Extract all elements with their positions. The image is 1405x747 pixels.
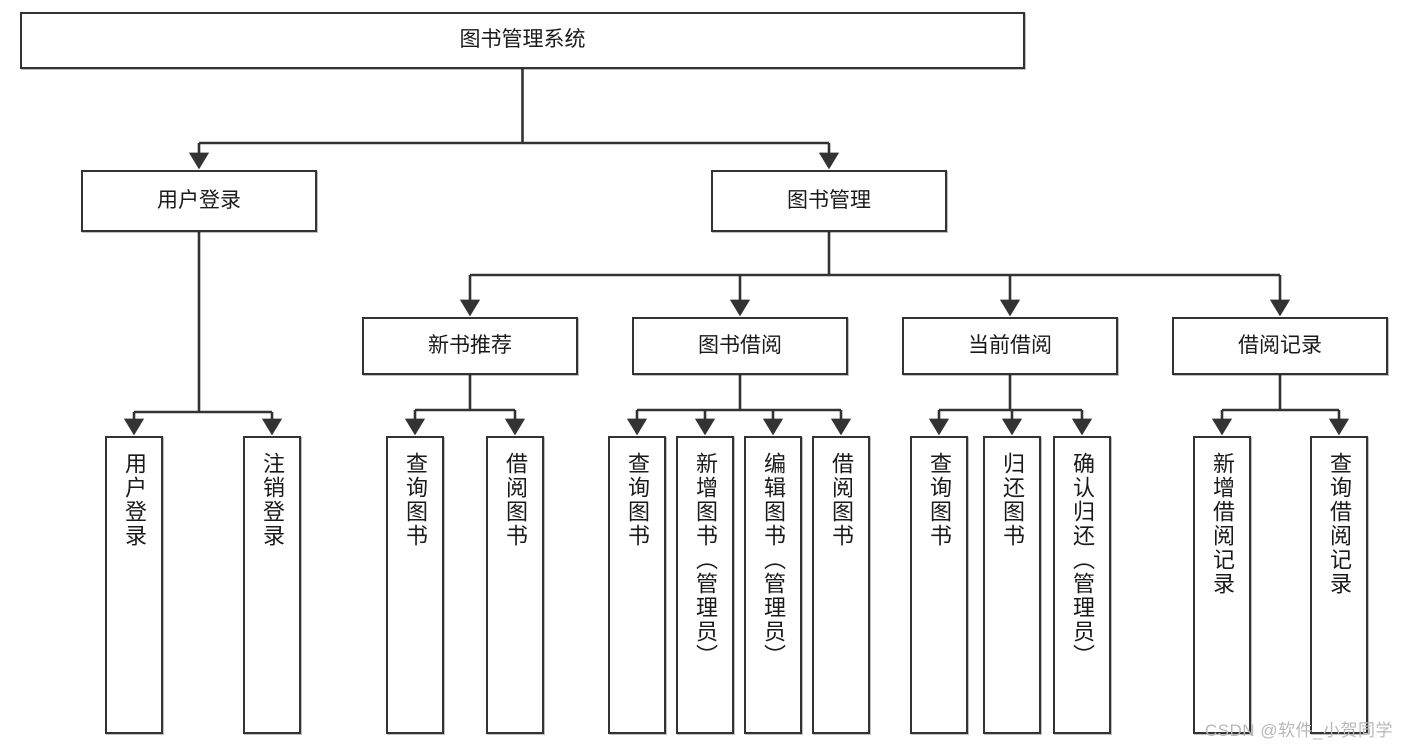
node-label: 借阅图书 <box>829 452 854 548</box>
node-label: 注销登录 <box>260 452 285 548</box>
node-leaf-rcd-add: 新增借阅记录 <box>1193 436 1251 734</box>
node-label: 新增借阅记录 <box>1210 452 1235 596</box>
node-leaf-brw-add: 新增图书（管理员） <box>676 436 734 734</box>
node-leaf-user-logout: 注销登录 <box>243 436 301 734</box>
node-label: 查询图书 <box>927 452 952 548</box>
node-leaf-rec-query: 查询图书 <box>386 436 444 734</box>
node-label: 图书借阅 <box>698 333 782 357</box>
node-book-borrow: 图书借阅 <box>632 317 848 375</box>
node-label: 用户登录 <box>122 452 147 548</box>
node-leaf-user-login: 用户登录 <box>105 436 163 734</box>
node-current-borrow: 当前借阅 <box>902 317 1118 375</box>
node-leaf-brw-borrow: 借阅图书 <box>812 436 870 734</box>
node-leaf-brw-query: 查询图书 <box>608 436 666 734</box>
node-label: 新书推荐 <box>428 333 512 357</box>
node-root: 图书管理系统 <box>20 12 1025 69</box>
node-label: 查询图书 <box>403 452 428 548</box>
node-label: 确认归还（管理员） <box>1070 452 1095 668</box>
node-leaf-brw-edit: 编辑图书（管理员） <box>744 436 802 734</box>
node-leaf-cur-query: 查询图书 <box>910 436 968 734</box>
node-label: 图书管理系统 <box>459 28 586 52</box>
node-leaf-cur-return: 归还图书 <box>983 436 1041 734</box>
node-book-manage: 图书管理 <box>711 170 947 232</box>
node-label: 借阅图书 <box>503 452 528 548</box>
node-label: 查询借阅记录 <box>1327 452 1352 596</box>
node-leaf-cur-confirm: 确认归还（管理员） <box>1053 436 1111 734</box>
node-leaf-rcd-query: 查询借阅记录 <box>1310 436 1368 734</box>
node-label: 当前借阅 <box>968 333 1052 357</box>
node-new-book-rec: 新书推荐 <box>362 317 578 375</box>
node-borrow-record: 借阅记录 <box>1172 317 1388 375</box>
node-label: 图书管理 <box>787 188 871 212</box>
node-label: 借阅记录 <box>1238 333 1322 357</box>
watermark-text: CSDN @软件_小贺同学 <box>1204 721 1393 740</box>
node-label: 归还图书 <box>1000 452 1025 548</box>
node-label: 编辑图书（管理员） <box>761 452 786 668</box>
node-user-login: 用户登录 <box>81 170 317 232</box>
node-leaf-rec-borrow: 借阅图书 <box>486 436 544 734</box>
node-label: 用户登录 <box>157 188 241 212</box>
node-label: 新增图书（管理员） <box>693 452 718 668</box>
node-label: 查询图书 <box>625 452 650 548</box>
